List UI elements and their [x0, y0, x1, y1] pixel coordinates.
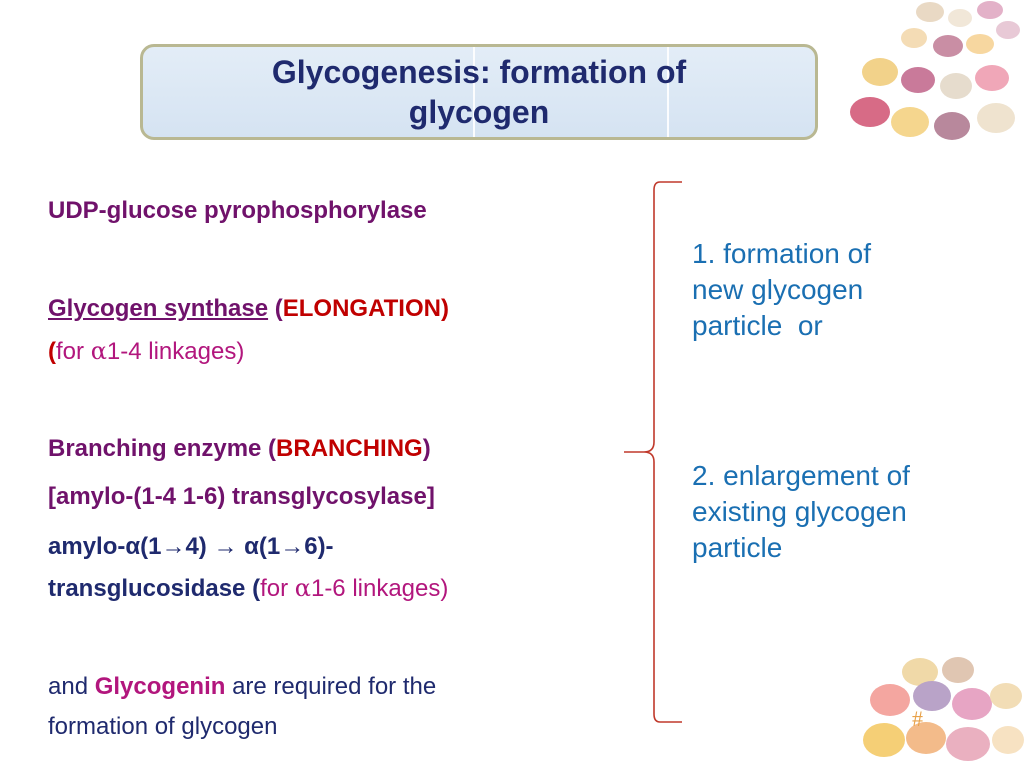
transglycosylase-line: [amylo-(1-4 1-6) transglycosylase] — [48, 483, 435, 510]
outcome-2-line-1: 2. enlargement of — [692, 460, 910, 491]
candy-decoration-top — [840, 0, 1024, 150]
synthase-name: Glycogen synthase — [48, 295, 269, 322]
curly-brace — [624, 181, 682, 723]
slide-title: Glycogenesis: formation of glycogen — [271, 54, 687, 130]
outcome-1-line-1: 1. formation of — [692, 238, 871, 269]
formation-line: formation of glycogen — [48, 713, 278, 740]
branching-line: Branching enzyme (BRANCHING) — [48, 434, 431, 464]
synthase-line: Glycogen synthase (ELONGATION) — [48, 294, 449, 324]
outcome-1-line-3: particle or — [692, 310, 823, 341]
synthase-for: for — [56, 338, 91, 365]
alpha-symbol: α — [90, 337, 107, 365]
transglucosidase-linkage: 1-6 linkages) — [310, 575, 449, 602]
and-text: and — [48, 673, 95, 700]
outcome-1: 1. formation of new glycogen particle or — [692, 236, 1012, 344]
transglucosidase-line: transglucosidase (for α1-6 linkages) — [48, 573, 448, 604]
candy-decoration-bottom — [860, 650, 1024, 768]
branching-tag: BRANCHING — [276, 435, 423, 462]
required-text: are required for the — [225, 673, 437, 700]
title-box: Glycogenesis: formation of glycogen — [140, 44, 818, 140]
branching-name: Branching enzyme ( — [48, 435, 277, 462]
outcome-1-line-2: new glycogen — [692, 274, 864, 305]
transglucosidase-for: for — [260, 575, 295, 602]
branching-close: ) — [422, 435, 431, 462]
elongation-tag: ELONGATION) — [282, 295, 449, 322]
slide-number-placeholder: # — [912, 706, 923, 731]
synthase-line2-paren: ( — [48, 338, 56, 365]
alpha-symbol: α — [294, 574, 311, 602]
synthase-linkage: 1-4 linkages) — [106, 338, 245, 365]
synthase-open-paren: ( — [274, 295, 283, 322]
udp-line: UDP-glucose pyrophosphorylase — [48, 197, 427, 224]
outcome-2: 2. enlargement of existing glycogen part… — [692, 458, 1012, 566]
transglucosidase-name: transglucosidase ( — [48, 575, 261, 602]
synthase-linkage-line: (for α1-4 linkages) — [48, 336, 244, 367]
outcome-2-line-2: existing glycogen — [692, 496, 907, 527]
amylo-line: amylo-α(1→4) → α(1→6)- — [48, 533, 334, 560]
outcome-2-line-3: particle — [692, 532, 783, 563]
glycogenin-name: Glycogenin — [94, 673, 226, 700]
glycogenin-line: and Glycogenin are required for the — [48, 672, 436, 702]
